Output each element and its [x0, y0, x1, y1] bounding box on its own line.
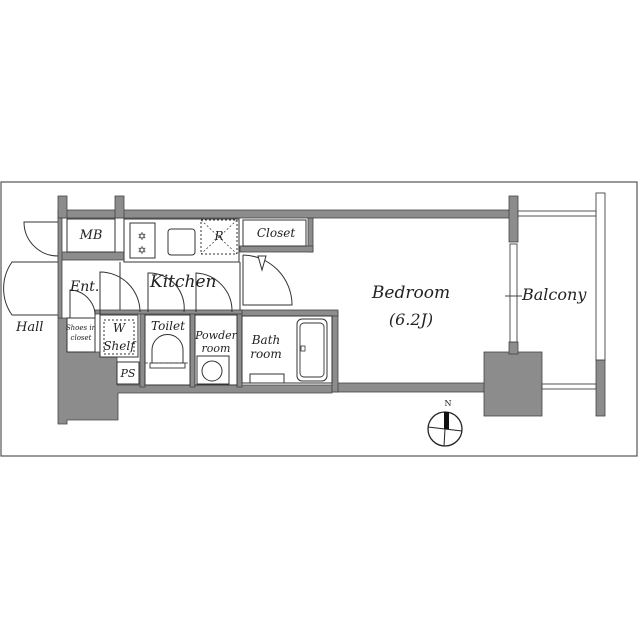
label-shoes-in-closet-1: Shoes in — [65, 324, 97, 332]
label-toilet: Toilet — [151, 319, 185, 333]
wall-corridor-top — [94, 309, 243, 315]
label-entrance: Ent. — [70, 279, 100, 295]
wall-top-post-mid — [114, 195, 125, 219]
wall-balcony-post — [508, 195, 519, 243]
balcony-rail-post-bottom — [595, 359, 606, 417]
wall-sep-3 — [236, 311, 243, 388]
label-shoes-in-closet-2: closet — [70, 334, 92, 342]
label-bedroom: Bedroom — [371, 283, 451, 303]
wall-balcony-door-post — [508, 341, 519, 355]
wall-bottom — [331, 382, 488, 393]
door-mb — [23, 221, 59, 257]
mb-box — [66, 218, 116, 253]
label-kitchen: Kitchen — [150, 272, 217, 292]
label-balcony: Balcony — [522, 285, 587, 304]
label-closet: Closet — [256, 226, 296, 240]
label-ps: PS — [120, 367, 136, 380]
label-bath-room-1: Bath — [251, 333, 281, 347]
label-hall: Hall — [16, 320, 44, 335]
compass-north-label: N — [444, 399, 452, 408]
washer-shelf-box — [99, 314, 139, 358]
balcony-rail-top — [517, 210, 597, 217]
washing-machine-icon — [201, 360, 223, 382]
wall-bath-top — [239, 309, 339, 317]
burner-icon: ✡ — [137, 231, 146, 243]
toilet-icon — [151, 334, 184, 365]
sink — [167, 228, 196, 256]
wall-sep-1 — [139, 311, 146, 388]
label-mb: MB — [79, 228, 103, 243]
toilet-tank — [149, 362, 186, 369]
refrigerator-space — [200, 219, 238, 255]
closet-box — [242, 219, 307, 247]
door-closet-room — [242, 254, 293, 306]
bathtub-icon — [296, 318, 328, 382]
wall-sep-2 — [189, 311, 196, 388]
wall-top-post-left — [57, 195, 68, 219]
door-washer — [99, 271, 141, 318]
wall-left-upper — [57, 217, 63, 319]
ps-box — [116, 361, 140, 385]
bath-vanity — [249, 373, 285, 384]
balcony-rail-bottom — [541, 383, 597, 390]
door-toilet — [147, 272, 185, 313]
label-powder-room-2: room — [201, 342, 231, 355]
label-powder-room-1: Powder — [195, 329, 237, 342]
door-entrance — [3, 261, 58, 316]
label-bedroom-size: (6.2J) — [388, 310, 434, 329]
door-shoes — [69, 289, 96, 319]
shoes-closet-box — [66, 317, 96, 353]
wall-mb-bottom — [57, 251, 125, 261]
wall-top — [57, 209, 519, 219]
burner-icon: ✡ — [137, 245, 146, 257]
label-shelf: Shelf — [103, 339, 135, 353]
wall-bath-right — [331, 311, 339, 393]
frame-border — [0, 181, 638, 457]
door-powder — [195, 272, 233, 313]
compass-icon — [427, 411, 463, 447]
balcony-rail-right — [595, 192, 606, 361]
label-refrigerator: R — [214, 229, 224, 243]
stove — [129, 222, 156, 259]
wall-closet-bottom — [239, 245, 314, 253]
label-bath-room-2: room — [250, 347, 282, 361]
balcony-sliding-door — [509, 243, 518, 343]
structural-column — [483, 351, 543, 417]
label-washer: W — [112, 321, 126, 335]
